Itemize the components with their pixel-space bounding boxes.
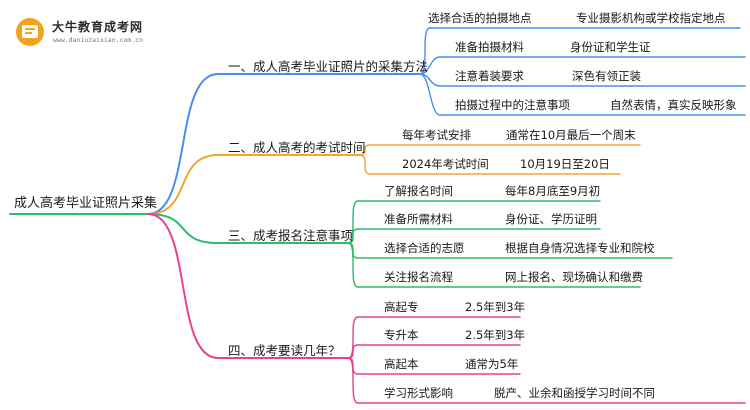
- branch-1-connector: [147, 73, 219, 215]
- branch-2-item-1-value: 通常在10月最后一个周末: [506, 128, 636, 142]
- branch-1-item-4-value: 自然表情，真实反映形象: [610, 98, 737, 112]
- branch-4-item-4-key: 学习形式影响: [384, 386, 453, 400]
- branch-4-item-3-value: 通常为5年: [465, 357, 519, 371]
- branch-4-item-1-key: 高起专: [384, 300, 419, 314]
- branch-4-item-4-connector: [347, 357, 359, 404]
- branch-3-item-2-key: 准备所需材料: [384, 212, 453, 226]
- branch-3-item-1-value: 每年8月底至9月初: [505, 184, 601, 198]
- brand-name: 大牛教育成考网: [52, 20, 144, 34]
- branch-1-item-2-value: 身份证和学生证: [570, 40, 651, 54]
- branch-1-label: 一、成人高考毕业证照片的采集方法: [228, 59, 429, 74]
- branch-3-item-1-key: 了解报名时间: [384, 184, 453, 198]
- branch-4-item-1-value: 2.5年到3年: [465, 300, 526, 314]
- branch-4-item-2-key: 专升本: [384, 328, 419, 342]
- branch-4-item-4-value: 脱产、业余和函授学习时间不同: [494, 386, 655, 400]
- branch-1-item-3-key: 注意着装要求: [455, 69, 524, 83]
- branch-3-item-4-connector: [347, 242, 359, 288]
- branch-1-item-2-connector: [419, 56, 441, 75]
- branch-3-item-1-connector: [347, 200, 359, 244]
- branch-2-connector: [147, 154, 219, 215]
- branch-2-item-1-key: 每年考试安排: [402, 128, 471, 142]
- branch-1-item-1-value: 专业摄影机构或学校指定地点: [576, 11, 726, 25]
- branch-3-connector: [147, 213, 219, 244]
- branch-1-item-4-key: 拍摄过程中的注意事项: [455, 98, 570, 112]
- branch-4-connector: [147, 213, 219, 359]
- branch-2-label: 二、成人高考的考试时间: [228, 140, 366, 155]
- branch-3-item-3-value: 根据自身情况选择专业和院校: [505, 241, 655, 255]
- branch-1-item-4-connector: [419, 73, 441, 116]
- branch-1-item-1-key: 选择合适的拍摄地点: [428, 11, 532, 25]
- branch-4-label: 四、成考要读几年？: [228, 343, 341, 358]
- branch-4-item-3-key: 高起本: [384, 357, 419, 371]
- branch-2-item-2-connector: [359, 154, 371, 175]
- branch-3-label: 三、成考报名注意事项: [228, 228, 354, 243]
- branch-1-item-3-value: 深色有领正装: [572, 69, 641, 83]
- branch-2-item-2-value: 10月19日至20日: [520, 157, 610, 171]
- branch-4-item-2-value: 2.5年到3年: [465, 328, 526, 342]
- branch-4-item-2-connector: [347, 344, 359, 359]
- branch-3-item-4-value: 网上报名、现场确认和缴费: [505, 270, 643, 284]
- brand-url: www.daniuzaixian.com.cn: [53, 36, 144, 44]
- branch-4-item-1-connector: [347, 316, 359, 359]
- root-topic: 成人高考毕业证照片采集: [14, 196, 158, 211]
- branch-2-item-2-key: 2024年考试时间: [402, 157, 489, 171]
- branch-1-item-2-key: 准备拍摄材料: [455, 40, 524, 54]
- branch-1-item-1-connector: [419, 27, 431, 75]
- branch-3-item-2-value: 身份证、学历证明: [505, 212, 597, 226]
- branch-3-item-3-key: 选择合适的志愿: [384, 241, 465, 255]
- branch-3-item-4-key: 关注报名流程: [384, 270, 453, 284]
- brand-logo-icon: [14, 17, 46, 47]
